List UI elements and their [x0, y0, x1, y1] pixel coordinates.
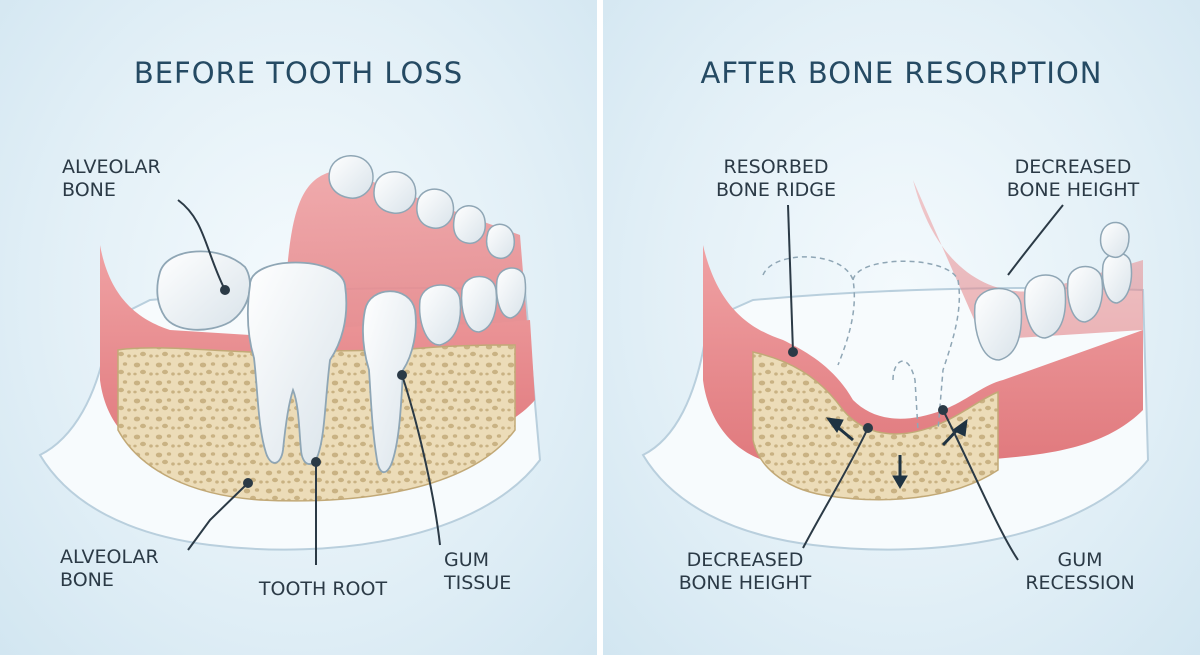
back-arch-teeth: [328, 155, 516, 260]
molar-left: [156, 250, 251, 331]
label-alveolar-bone-top: ALVEOLAR BONE: [62, 156, 161, 201]
canine: [362, 290, 417, 474]
before-panel: BEFORE TOOTH LOSS ALVEOLAR BONE ALVEOLAR…: [0, 0, 597, 655]
leader-gum-tissue: [401, 374, 441, 546]
label-decreased-bone-height-bottom: DECREASED BONE HEIGHT: [678, 549, 812, 594]
after-title: AFTER BONE RESORPTION: [700, 56, 1103, 90]
leader-gum-recession: [942, 409, 1019, 561]
label-decreased-bone-height-top: DECREASED BONE HEIGHT: [1006, 156, 1140, 201]
label-tooth-root: TOOTH ROOT: [258, 578, 388, 600]
panel-divider: [597, 0, 603, 655]
after-leader-lines: [787, 204, 1064, 561]
resorption-arrows: [825, 417, 968, 489]
molar-with-roots: [247, 261, 348, 465]
leader-decreased-height-top: [1007, 204, 1064, 276]
label-gum-recession: GUM RECESSION: [1025, 549, 1135, 594]
leader-alveolar-top: [177, 199, 226, 291]
before-leader-lines: [177, 199, 441, 565]
before-title: BEFORE TOOTH LOSS: [133, 56, 464, 90]
remaining-teeth: [973, 221, 1133, 361]
before-jaw-illustration: [38, 155, 542, 565]
label-gum-tissue: GUM TISSUE: [444, 549, 512, 594]
lost-teeth-outlines: [762, 256, 961, 431]
label-resorbed-bone-ridge: RESORBED BONE RIDGE: [715, 156, 837, 201]
front-teeth: [418, 267, 527, 346]
after-panel: AFTER BONE RESORPTION RESORBED BONE RIDG…: [603, 0, 1200, 655]
leader-resorbed-ridge: [787, 204, 794, 353]
leader-alveolar-bottom: [187, 482, 249, 551]
leader-decreased-height-bottom: [802, 427, 869, 549]
label-alveolar-bone-bottom: ALVEOLAR BONE: [60, 546, 159, 591]
after-jaw-illustration: [641, 180, 1150, 561]
resorbed-bone: [752, 351, 999, 501]
